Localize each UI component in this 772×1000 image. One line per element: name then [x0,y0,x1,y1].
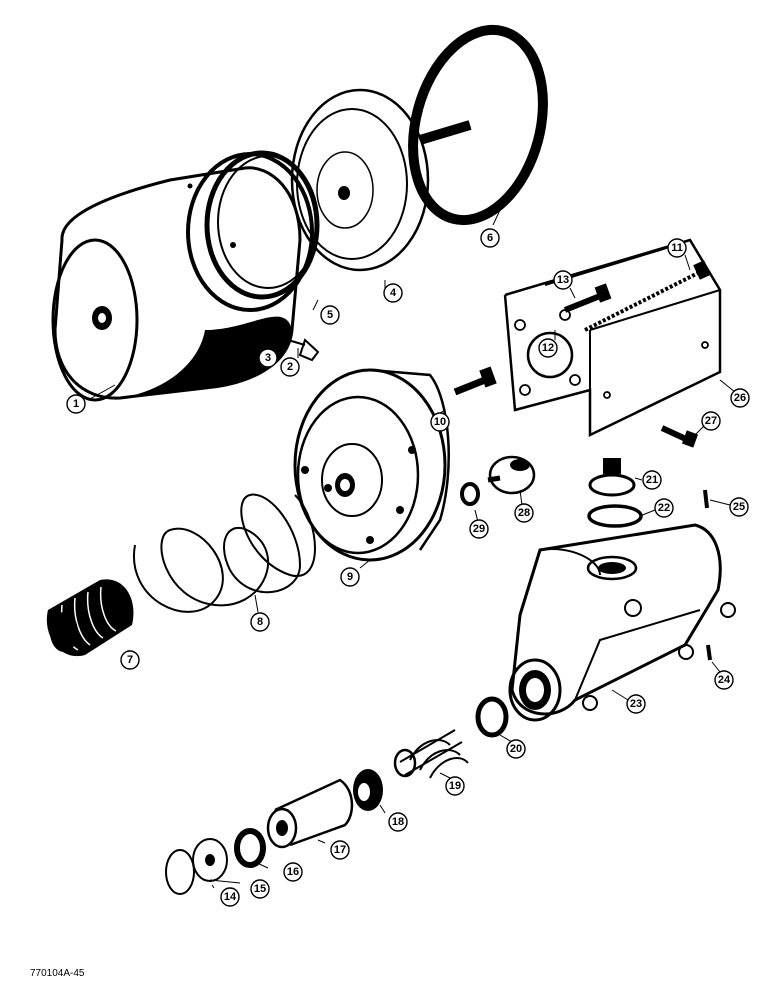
mounting-bracket-drawing [503,238,722,437]
cup-seal-drawing [475,696,509,738]
callout-7: 7 [120,650,140,670]
callout-label: 2 [287,361,293,373]
callout-28: 28 [514,503,534,523]
callout-label: 21 [646,474,658,486]
bellows-boot-drawing [46,579,134,657]
callout-label: 13 [557,274,569,286]
callout-label: 3 [265,352,271,364]
stud-drawing [453,366,497,396]
callout-25: 25 [729,497,749,517]
small-seal-drawing [460,482,480,506]
callout-4: 4 [383,283,403,303]
bleeder-fittings-drawing [703,489,712,661]
front-housing-drawing [51,166,302,402]
callout-13: 13 [553,270,573,290]
callout-20: 20 [506,739,526,759]
callout-label: 4 [390,287,397,299]
callout-label: 25 [733,501,745,513]
fitting-drawing [660,425,699,448]
callout-26: 26 [730,388,750,408]
callout-18: 18 [388,812,408,832]
callout-10: 10 [430,412,450,432]
callout-24: 24 [714,670,734,690]
seal-ring-drawing [186,150,320,312]
callout-label: 5 [327,309,333,321]
callout-14: 14 [220,887,240,907]
callout-label: 11 [671,242,683,254]
callout-label: 7 [127,654,133,666]
bolt-washer-drawing [268,326,320,362]
callout-17: 17 [330,840,350,860]
callout-21: 21 [642,470,662,490]
callout-label: 28 [518,507,530,519]
callout-label: 14 [224,891,237,903]
diaphragm-plate-drawing [290,88,472,272]
piston-seal-drawing [353,769,383,811]
callout-11: 11 [667,238,687,258]
callout-label: 26 [734,392,746,404]
callout-label: 29 [473,523,485,535]
callout-1: 1 [66,394,86,414]
rear-housing-drawing [293,368,450,562]
spring-drawing [132,493,316,613]
master-cylinder-drawing [508,523,736,722]
ring-gasket-drawing [408,24,548,226]
callout-3: 3 [258,348,278,368]
bracket-bolts-drawing [563,260,711,332]
callout-label: 17 [334,844,346,856]
figure-reference: 770104A-45 [30,968,85,979]
callout-label: 8 [257,616,263,628]
callout-label: 15 [254,883,266,895]
leader-lines [87,209,736,889]
callout-15: 15 [250,879,270,899]
callout-label: 19 [449,780,461,792]
callout-6: 6 [480,228,500,248]
callout-label: 24 [718,674,731,686]
filler-cap-drawing [587,458,643,528]
callout-16: 16 [283,862,303,882]
callout-label: 6 [487,232,493,244]
callout-label: 20 [510,743,522,755]
callout-label: 10 [434,416,446,428]
piston-spring-drawing [393,729,469,779]
callout-23: 23 [626,694,646,714]
callout-label: 16 [287,866,299,878]
callout-27: 27 [701,411,721,431]
callout-29: 29 [469,519,489,539]
check-valve-drawing [487,455,536,495]
callout-label: 23 [630,698,642,710]
callout-5: 5 [320,305,340,325]
callout-8: 8 [250,612,270,632]
piston-drawing [266,778,354,849]
retainer-stack-drawing [165,828,266,895]
callout-label: 22 [658,502,670,514]
callout-9: 9 [340,567,360,587]
callout-label: 18 [392,816,404,828]
callout-22: 22 [654,498,674,518]
callout-label: 12 [542,342,554,354]
callout-19: 19 [445,776,465,796]
callout-2: 2 [280,357,300,377]
callout-label: 27 [705,415,717,427]
callout-12: 12 [538,338,558,358]
callout-label: 1 [73,398,79,410]
callout-label: 9 [347,571,353,583]
